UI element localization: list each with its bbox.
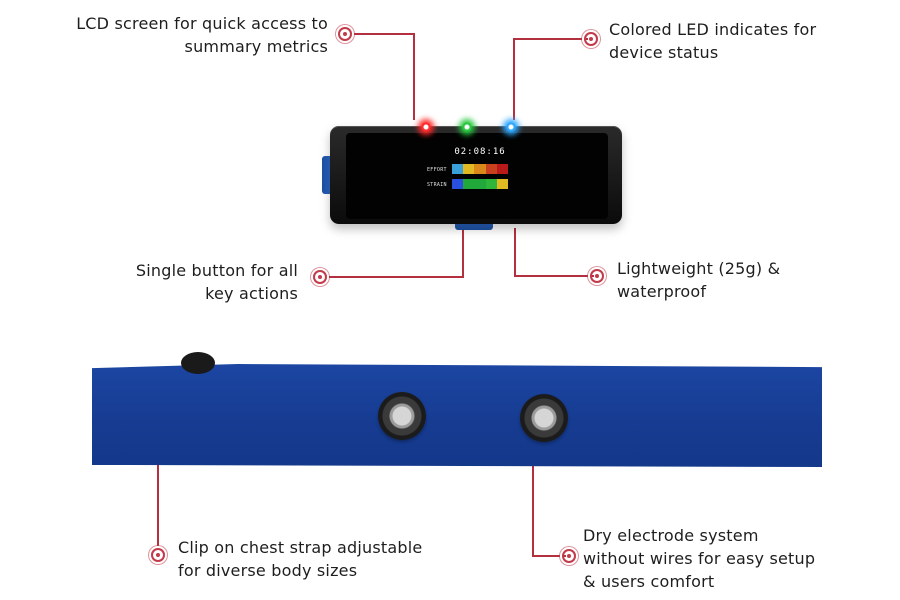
- led-red: [421, 122, 431, 132]
- lightweight-marker: [590, 269, 604, 283]
- led-green: [462, 122, 472, 132]
- lcd-connector: [352, 33, 415, 120]
- lcd-callout: LCD screen for quick access to summary m…: [40, 12, 328, 58]
- electrode-callout-line3: & users comfort: [583, 572, 715, 591]
- effort-segment: [463, 164, 475, 174]
- electrode-left: [378, 392, 426, 440]
- device-bottom-button: [455, 222, 493, 230]
- lcd-marker: [338, 27, 352, 41]
- lightweight-callout-line1: Lightweight (25g) &: [617, 259, 781, 278]
- strain-segment: [463, 179, 475, 189]
- clip-callout-line2: for diverse body sizes: [178, 561, 358, 580]
- electrode-right: [520, 394, 568, 442]
- led-callout-line1: Colored LED indicates for: [609, 20, 817, 39]
- strain-bar: [452, 179, 509, 189]
- chest-strap: [92, 364, 822, 467]
- led-marker: [584, 32, 598, 46]
- button-marker: [313, 270, 327, 284]
- effort-segment: [452, 164, 464, 174]
- lcd-callout-line1: LCD screen for quick access to: [76, 14, 328, 33]
- strap-clip: [181, 352, 215, 374]
- led-callout-line2: device status: [609, 43, 719, 62]
- effort-label: EFFORT: [427, 167, 447, 173]
- strain-segment: [496, 179, 509, 189]
- lightweight-connector: [514, 228, 594, 277]
- strain-segment: [474, 179, 486, 189]
- effort-segment: [474, 164, 486, 174]
- device-side-button: [322, 156, 332, 194]
- electrode-callout-line2: without wires for easy setup: [583, 549, 816, 568]
- effort-segment: [485, 164, 497, 174]
- electrode-callout: Dry electrode system without wires for e…: [583, 524, 883, 593]
- led-connector: [513, 38, 588, 120]
- effort-segment: [496, 164, 509, 174]
- button-callout: Single button for all key actions: [60, 259, 298, 305]
- strain-segment: [485, 179, 497, 189]
- electrode-callout-line1: Dry electrode system: [583, 526, 759, 545]
- screen-time: 02:08:16: [454, 147, 506, 157]
- clip-callout: Clip on chest strap adjustable for diver…: [178, 536, 478, 582]
- clip-marker: [151, 548, 165, 562]
- button-connector: [327, 230, 464, 278]
- electrode-marker: [562, 549, 576, 563]
- strain-segment: [452, 179, 464, 189]
- strain-label: STRAIN: [427, 182, 447, 188]
- button-callout-line2: key actions: [205, 284, 298, 303]
- electrode-connector: [532, 430, 566, 557]
- lightweight-callout: Lightweight (25g) & waterproof: [617, 257, 857, 303]
- effort-bar: [452, 164, 509, 174]
- lightweight-callout-line2: waterproof: [617, 282, 707, 301]
- led-blue: [506, 122, 516, 132]
- button-callout-line1: Single button for all: [135, 261, 298, 280]
- lcd-callout-line2: summary metrics: [184, 37, 328, 56]
- led-callout: Colored LED indicates for device status: [609, 18, 869, 64]
- lcd-screen: [346, 133, 608, 219]
- clip-callout-line1: Clip on chest strap adjustable: [178, 538, 423, 557]
